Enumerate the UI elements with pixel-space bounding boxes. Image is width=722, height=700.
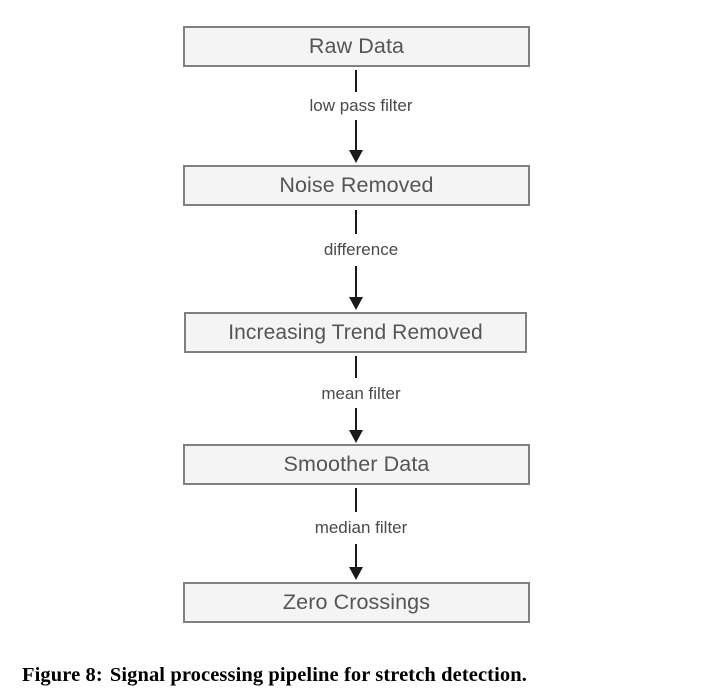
flow-node-raw-data: Raw Data <box>183 26 530 67</box>
figure-caption-label: Figure 8: <box>22 664 103 686</box>
down-arrow-icon <box>349 297 363 310</box>
figure-caption-text: Signal processing pipeline for stretch d… <box>109 664 527 686</box>
edge-label-low-pass-filter: low pass filter <box>309 96 413 115</box>
edge-line-upper <box>355 210 357 234</box>
flow-node-noise-removed: Noise Removed <box>183 165 530 206</box>
figure-caption: Figure 8: Signal processing pipeline for … <box>22 662 712 688</box>
flow-node-increasing-trend-removed: Increasing Trend Removed <box>184 312 527 353</box>
down-arrow-icon <box>349 150 363 163</box>
flowchart: Raw Data low pass filter Noise Removed d… <box>183 26 530 623</box>
edge-label-difference: difference <box>323 240 399 259</box>
edge-line-upper <box>355 356 357 378</box>
flow-node-smoother-data: Smoother Data <box>183 444 530 485</box>
edge-line-lower <box>355 408 357 431</box>
edge-label-mean-filter: mean filter <box>321 384 401 403</box>
edge-line-lower <box>355 120 357 152</box>
edge-label-median-filter: median filter <box>314 518 408 537</box>
edge-line-upper <box>355 488 357 512</box>
edge-line-lower <box>355 266 357 298</box>
down-arrow-icon <box>349 430 363 443</box>
edge-line-upper <box>355 70 357 92</box>
down-arrow-icon <box>349 567 363 580</box>
edge-line-lower <box>355 544 357 568</box>
flow-node-zero-crossings: Zero Crossings <box>183 582 530 623</box>
